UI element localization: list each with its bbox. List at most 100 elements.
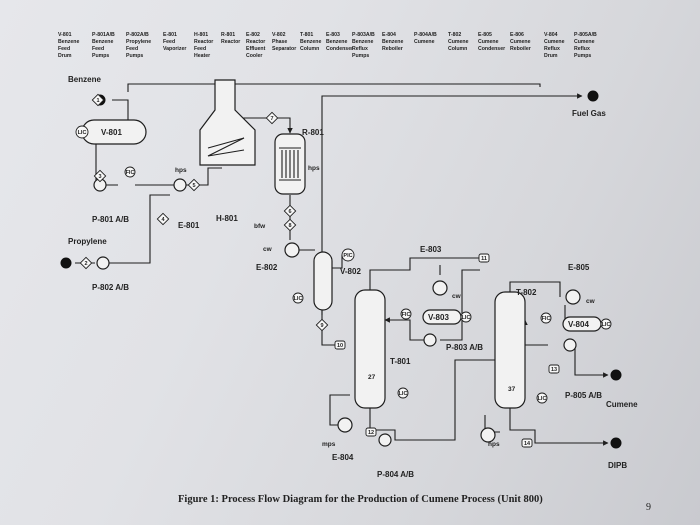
legend-tag: T-802: [448, 32, 461, 38]
e803-condenser: [432, 280, 448, 296]
t802-column: [494, 291, 526, 409]
legend-tag: P-801A/B: [92, 32, 115, 38]
fic-t802: FIC: [540, 312, 552, 324]
p802-pump: [96, 256, 110, 270]
cumene-label: Cumene: [606, 400, 638, 409]
dipb-label: DIPB: [608, 461, 627, 470]
t801-column: [354, 289, 386, 409]
figure-caption: Figure 1: Process Flow Diagram for the P…: [178, 494, 543, 505]
cw-label-1: cw: [263, 246, 273, 253]
legend-tag: P-803A/B: [352, 32, 375, 38]
legend-text: Effluent: [246, 46, 266, 52]
legend-tag: V-802: [272, 32, 286, 38]
equipment-legend: V-801BenzeneFeedDrumP-801A/BBenzeneFeedP…: [58, 32, 597, 59]
svg-text:6: 6: [288, 209, 291, 215]
lic-v803: LIC: [460, 311, 472, 323]
legend-text: Condenser: [326, 46, 353, 52]
svg-text:14: 14: [524, 441, 531, 447]
svg-text:FIC: FIC: [402, 312, 411, 318]
v802-label: V-802: [340, 267, 361, 276]
cumene-terminal: [610, 369, 622, 381]
legend-text: Phase: [272, 39, 287, 45]
legend-tag: P-802A/B: [126, 32, 149, 38]
legend-text: Benzene: [352, 39, 373, 45]
dipb-terminal: [610, 437, 622, 449]
t801-tray: 27: [368, 374, 376, 381]
h801-heater: [199, 79, 256, 166]
svg-text:LIC: LIC: [78, 130, 87, 136]
legend-text: Reactor: [221, 39, 240, 45]
legend-text: Reboiler: [510, 46, 531, 52]
legend-tag: R-801: [221, 32, 235, 38]
legend-text: Pumps: [92, 53, 109, 59]
e802-exchanger: [284, 242, 300, 258]
legend-text: Benzene: [382, 39, 403, 45]
legend-text: Pumps: [574, 53, 591, 59]
legend-text: Cumene: [510, 39, 531, 45]
stream-10: 10: [334, 340, 346, 350]
legend-tag: E-802: [246, 32, 260, 38]
svg-text:LIC: LIC: [538, 396, 547, 402]
legend-text: Benzene: [326, 39, 347, 45]
stream-8: 8: [283, 218, 297, 232]
p805-label: P-805 A/B: [565, 391, 602, 400]
benzene-label: Benzene: [68, 75, 101, 84]
legend-text: Heater: [194, 53, 210, 59]
pipes: [75, 83, 609, 446]
v804-label: V-804: [568, 320, 589, 329]
svg-text:PIC: PIC: [343, 253, 352, 259]
stream-13: 13: [548, 364, 560, 374]
mps-label: mps: [322, 441, 336, 448]
legend-tag: V-804: [544, 32, 558, 38]
stream-15: [476, 356, 486, 364]
svg-text:5: 5: [192, 183, 195, 189]
hps-label-3: hps: [488, 441, 500, 448]
svg-text:1: 1: [96, 98, 99, 104]
hps-label-1: hps: [175, 167, 187, 174]
legend-tag: T-801: [300, 32, 313, 38]
legend-text: Cumene: [414, 39, 435, 45]
legend-text: Reflux: [352, 46, 368, 52]
legend-text: Column: [448, 46, 467, 52]
lic-v802: LIC: [292, 292, 304, 304]
legend-tag: E-804: [382, 32, 396, 38]
legend-text: Benzene: [58, 39, 79, 45]
labels: Benzene Fuel Gas V-801 R-801 hps hps hps…: [68, 75, 638, 479]
e805-condenser: [565, 289, 581, 305]
p802-label: P-802 A/B: [92, 283, 129, 292]
hps-label-2: hps: [308, 165, 320, 172]
svg-text:LIC: LIC: [294, 296, 303, 302]
stream-markers: 1 2 3 4 5 6 7 8 9 10 11 12 13 14: [79, 93, 560, 448]
stream-11: 11: [478, 253, 490, 263]
legend-text: Drum: [544, 53, 558, 59]
legend-tag: E-805: [478, 32, 492, 38]
e805-label: E-805: [568, 263, 590, 272]
v802-separator: [313, 251, 333, 311]
legend-text: Reboiler: [382, 46, 403, 52]
legend-text: Propylene: [126, 39, 151, 45]
legend-text: Reflux: [544, 46, 560, 52]
legend-tag: V-801: [58, 32, 72, 38]
svg-text:10: 10: [337, 343, 343, 349]
fic-feed: FIC: [124, 166, 136, 178]
fuel-gas-label: Fuel Gas: [572, 109, 606, 118]
legend-text: Reactor: [194, 39, 213, 45]
h801-label: H-801: [216, 214, 238, 223]
legend-text: Reactor: [246, 39, 265, 45]
lic-t802: LIC: [536, 392, 548, 404]
p805-pump: [563, 338, 577, 352]
v803-label: V-803: [428, 313, 449, 322]
svg-text:LIC: LIC: [399, 391, 408, 397]
legend-text: Pumps: [352, 53, 369, 59]
svg-text:11: 11: [481, 256, 487, 262]
cw-label-2: cw: [452, 293, 462, 300]
legend-text: Cumene: [574, 39, 595, 45]
stream-12: 12: [365, 427, 377, 437]
legend-text: Vaporizer: [163, 46, 186, 52]
stream-3: 3: [93, 169, 107, 183]
e806-reboiler: [480, 427, 496, 443]
stream-9: 9: [315, 318, 329, 332]
fuel-gas-terminal: [587, 90, 599, 102]
legend-text: Feed: [92, 46, 104, 52]
instruments: LIC FIC LIC PIC FIC LIC LIC FIC LIC LIC: [75, 125, 612, 404]
